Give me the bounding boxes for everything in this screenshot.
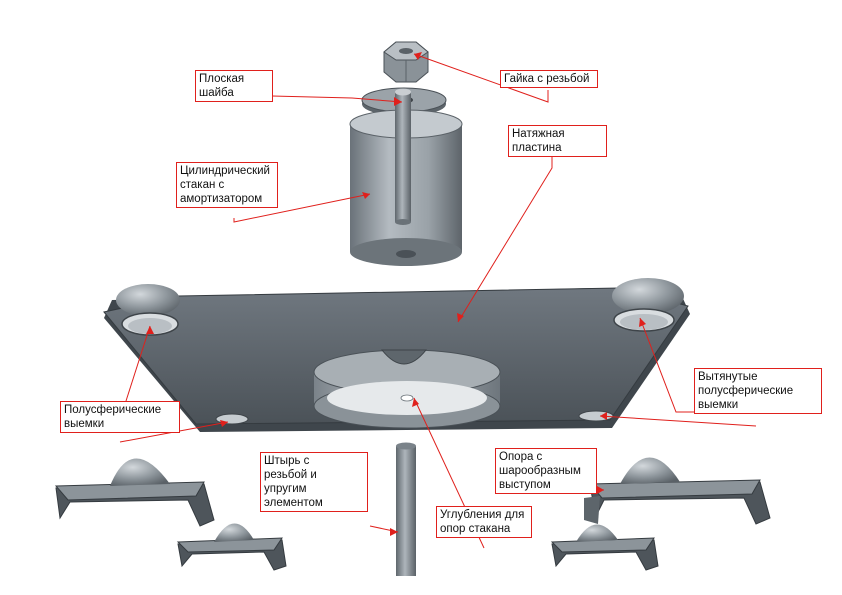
label-cylinder-cup: Цилиндрический стакан с амортизатором — [176, 162, 278, 208]
label-hemispherical-recesses: Полусферические выемки — [60, 401, 180, 433]
ball-support-large-left — [54, 458, 215, 527]
arrow-heads — [146, 52, 646, 536]
threaded-pin — [396, 442, 416, 576]
label-threaded-nut: Гайка с резьбой — [500, 70, 598, 88]
label-ball-support: Опора с шарообразным выступом — [495, 448, 597, 494]
label-flat-washer: Плоская шайба — [195, 70, 273, 102]
label-threaded-pin: Штырь с резьбой и упругим элементом — [260, 452, 368, 512]
threaded-nut — [383, 41, 429, 83]
cylinder-cup — [349, 88, 463, 266]
tension-plate — [103, 278, 690, 432]
ball-support-small-right — [550, 496, 659, 571]
ball-support-large-right — [588, 457, 771, 525]
label-cup-recesses: Углубления для опор стакана — [436, 506, 532, 538]
label-tension-plate: Натяжная пластина — [508, 125, 607, 157]
label-elongated-recesses: Вытянутые полусферические выемки — [694, 368, 822, 414]
ball-support-small-left — [176, 523, 287, 571]
